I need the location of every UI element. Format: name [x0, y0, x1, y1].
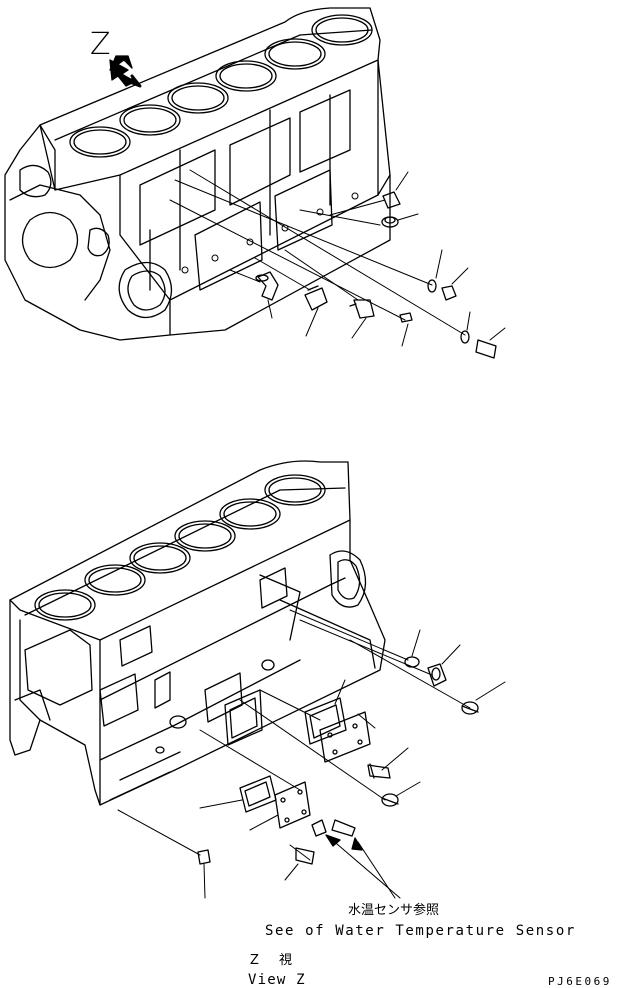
upper-parts [169, 169, 506, 359]
view-z-arrow [109, 55, 142, 88]
lower-cylinder-block [9, 460, 386, 806]
upper-cylinder-bores [69, 14, 373, 158]
figure-code: PJ6E069 [548, 975, 612, 988]
upper-cylinder-block [4, 7, 391, 341]
view-z-label: Z [90, 27, 111, 62]
lower-parts [117, 609, 506, 899]
water-temperature-sensor-note-english: See of Water Temperature Sensor [265, 923, 576, 939]
view-caption-english: View Z [248, 972, 306, 988]
water-temperature-sensor-note-japanese: 水温センサ参照 [348, 903, 440, 918]
lower-cylinder-bores [34, 474, 326, 621]
view-caption-japanese: Z 視 [250, 953, 301, 968]
